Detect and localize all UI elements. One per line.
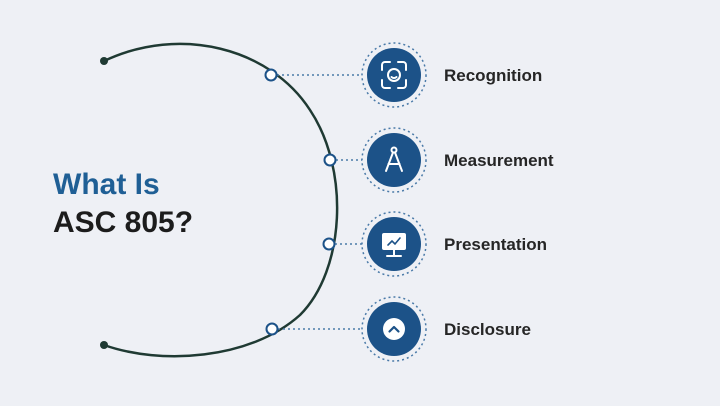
arc-endpoint-top: [100, 57, 108, 65]
step-badge-presentation: [361, 211, 427, 277]
arc-path: [103, 42, 339, 358]
title-line-1: What Is: [53, 168, 160, 201]
step-label-disclosure: Disclosure: [444, 320, 531, 339]
step-badge-measurement: [361, 127, 427, 193]
arc-node-recognition: [264, 68, 278, 82]
face-scan-icon: [381, 61, 407, 89]
step-label-measurement: Measurement: [444, 151, 554, 170]
arc-endpoint-bottom: [100, 341, 108, 349]
page-title: What Is ASC 805?: [53, 166, 193, 242]
arc-node-presentation: [322, 237, 336, 251]
step-label-presentation: Presentation: [444, 235, 547, 254]
presentation-board-icon: [382, 233, 406, 257]
title-line-2: ASC 805?: [53, 206, 194, 239]
step-label-recognition: Recognition: [444, 66, 543, 85]
arc-node-measurement: [323, 153, 337, 167]
step-badge-disclosure: [361, 296, 427, 362]
arc-node-disclosure: [265, 322, 279, 336]
chevron-up-icon: [383, 318, 405, 340]
step-badge-recognition: [361, 42, 427, 108]
compass-icon: [385, 146, 403, 172]
